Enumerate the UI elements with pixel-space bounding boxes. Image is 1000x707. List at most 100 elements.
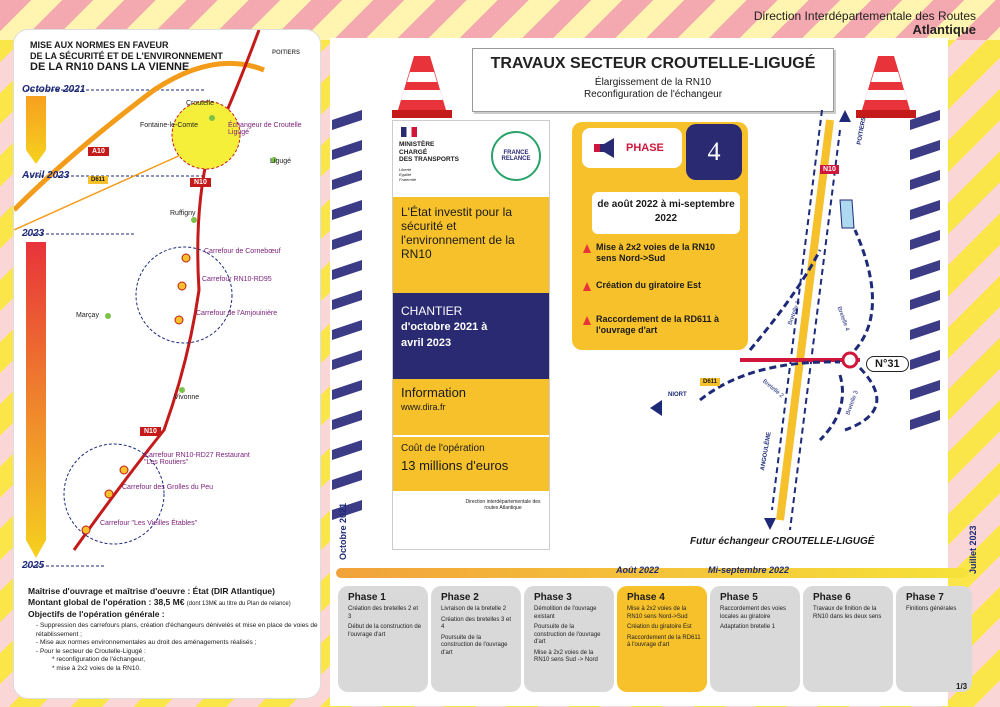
phase-box-item: Finitions générales: [906, 606, 957, 612]
phase-box-5: Phase 5 Raccordement des voies locales a…: [710, 586, 800, 692]
junction-amjouiniere: Carrefour de l'Amjouinière: [196, 310, 278, 317]
page-number: 1/3: [956, 682, 968, 691]
info-label: Information: [401, 385, 467, 400]
objective-1: - Suppression des carrefours plans, créa…: [36, 622, 318, 638]
chantier-dates: d'octobre 2021 à avril 2023: [401, 321, 488, 349]
phase-box-title: Phase 3: [534, 592, 572, 603]
flyer-headline: L'État investit pour la sécurité et l'en…: [393, 197, 549, 293]
junction-croutelle: Échangeur de Croutelle Ligugé: [228, 122, 302, 136]
phase-box-item: Livraison de la bretelle 2: [441, 606, 507, 612]
a10-road: [14, 60, 265, 212]
map-dest-west: NIORT: [668, 392, 687, 398]
cone-bullet-icon: [583, 244, 591, 253]
phase-box-item: Travaux de finition de la RN10 dans les …: [813, 606, 882, 620]
phase-dates: de août 2022 à mi-septembre 2022: [592, 192, 740, 234]
phase-card: PHASE 4 de août 2022 à mi-septembre 2022…: [572, 122, 748, 350]
objective-3: - Pour le secteur de Croutelle-Ligugé :: [36, 647, 146, 655]
time-arrow-2: [26, 242, 46, 558]
junction-corneboeuf: Carrefour de Cornebœuf: [204, 248, 281, 255]
flyer-header: MINISTÈRE CHARGÉ DES TRANSPORTS Liberté …: [393, 121, 549, 197]
phase-box-title: Phase 4: [627, 592, 665, 603]
phase-box-6: Phase 6 Travaux de finition de la RN10 d…: [803, 586, 893, 692]
timeline-end: Juillet 2023: [968, 525, 978, 574]
title-line1: MISE AUX NORMES EN FAVEUR: [30, 40, 169, 50]
cone-bullet-icon: [583, 316, 591, 325]
france-relance-badge: FRANCE RELANCE: [491, 131, 541, 181]
phase-box-item: Mise à 2x2 voies de la RN10 sens Nord->S…: [627, 606, 688, 620]
flyer-info: Information www.dira.fr: [393, 379, 549, 435]
time-label-start: Octobre 2021: [22, 84, 86, 95]
place-marcay: Marçay: [76, 312, 99, 319]
time-label-2025: 2025: [22, 560, 45, 571]
phase-box-title: Phase 2: [441, 592, 479, 603]
main-title: TRAVAUX SECTEUR CROUTELLE-LIGUGÉ: [490, 55, 816, 72]
phase-box-4-active: Phase 4 Mise à 2x2 voies de la RN10 sens…: [617, 586, 707, 692]
chantier-label: CHANTIER: [401, 304, 463, 318]
org-line1: Direction Interdépartementale des Routes: [753, 9, 976, 23]
phase-box-item: Démolition de l'ouvrage existant: [534, 606, 597, 620]
phase-box-item: Poursuite de la construction de l'ouvrag…: [534, 624, 601, 645]
cost-value: 13 millions d'euros: [401, 458, 509, 473]
route-map: [14, 30, 277, 567]
objective-2: - Mise aux normes environnementales au d…: [36, 639, 257, 646]
motto-line2: Égalité: [399, 172, 412, 177]
info-flyer: MINISTÈRE CHARGÉ DES TRANSPORTS Liberté …: [392, 120, 550, 550]
phase-box-2: Phase 2 Livraison de la bretelle 2 Créat…: [431, 586, 521, 692]
timeline-start: Octobre 2021: [338, 502, 348, 560]
d611-badge: D611: [88, 176, 109, 184]
ministry-line2: CHARGÉ: [399, 148, 428, 156]
map-d611-badge: D611: [700, 378, 721, 386]
timeline-mid1: Août 2022: [616, 565, 660, 575]
place-liguge: Ligugé: [270, 158, 292, 165]
phase-box-item: Mise à 2x2 voies de la RN10 sens Sud -> …: [534, 649, 598, 664]
flyer-footer-org: Direction interdépartementale des routes…: [465, 499, 541, 511]
phase-box-title: Phase 1: [348, 592, 386, 603]
owner-line: Maîtrise d'ouvrage et maîtrise d'oeuvre …: [28, 586, 275, 596]
junction-rd27: Carrefour RN10-RD27 Restaurant "Les Rout…: [144, 452, 250, 466]
sub-objective-2: * mise à 2x2 voies de la RN10.: [52, 664, 141, 672]
info-url-link[interactable]: www.dira.fr: [401, 402, 446, 412]
phase-label: PHASE: [626, 142, 664, 154]
map-caption: Futur échangeur CROUTELLE-LIGUGÉ: [690, 536, 875, 547]
zone-3: [63, 443, 165, 545]
amount-line: Montant global de l'opération : 38,5 M€: [28, 597, 185, 607]
megaphone-icon: [594, 138, 614, 158]
interchange-map: [650, 110, 879, 530]
place-fontaine: Fontaine-le-Comte: [140, 122, 198, 129]
main-title-box: TRAVAUX SECTEUR CROUTELLE-LIGUGÉ Élargis…: [472, 48, 834, 112]
navy-stripe-decor: [332, 110, 362, 520]
junction-grolles: Carrefour des Grolles du Peu: [122, 484, 214, 491]
phase-box-item: Création des bretelles 2 et 3: [348, 606, 419, 620]
traffic-cone-icon: [392, 56, 452, 118]
title-line2: DE LA SÉCURITÉ ET DE L'ENVIRONNEMENT: [30, 51, 223, 61]
organization-header: Direction Interdépartementale des Routes…: [754, 9, 976, 37]
objectives-list: - Suppression des carrefours plans, créa…: [36, 622, 318, 673]
a10-badge: A10: [88, 147, 109, 156]
phase-box-3: Phase 3 Démolition de l'ouvrage existant…: [524, 586, 614, 692]
phase-box-item: Raccordement de la RD611 à l'ouvrage d'a…: [627, 634, 701, 649]
phase-item-1: Mise à 2x2 voies de la RN10 sens Nord->S…: [596, 242, 716, 263]
navy-stripe-decor-right: [910, 110, 940, 430]
sub-objective-1: * reconfiguration de l'échangeur,: [52, 656, 146, 663]
place-ruffigny: Ruffigny: [170, 210, 196, 217]
place-croutelle: Croutelle: [186, 100, 215, 107]
amount-note: (dont 13M€ au titre du Plan de relance): [186, 601, 291, 607]
flyer-cost: Coût de l'opération 13 millions d'euros: [393, 437, 549, 491]
time-label-2023: 2023: [22, 228, 45, 239]
motto-line1: Liberté: [399, 167, 412, 172]
city-logo: POITIERS: [272, 50, 301, 56]
croutelle-zone: [171, 100, 241, 170]
traffic-cone-icon: [856, 56, 916, 118]
phase-box-1: Phase 1 Création des bretelles 2 et 3 Dé…: [338, 586, 428, 692]
timeline-mid2: Mi-septembre 2022: [708, 565, 790, 575]
timeline-bar: [336, 568, 968, 578]
title-line3: DE LA RN10 DANS LA VIENNE: [30, 61, 190, 73]
junction-vieilles-etables: Carrefour "Les Vieilles Étables": [100, 520, 198, 527]
motto: Liberté Égalité Fraternité: [399, 167, 416, 182]
phase-item-2: Création du giratoire Est: [596, 280, 702, 290]
ministry-block: MINISTÈRE CHARGÉ DES TRANSPORTS: [399, 141, 459, 164]
exit-badge: N°31: [866, 356, 909, 372]
phase-box-item: Création du giratoire Est: [627, 624, 692, 630]
cost-label: Coût de l'opération: [401, 443, 485, 454]
objectives-title: Objectifs de l'opération générale :: [28, 609, 165, 619]
